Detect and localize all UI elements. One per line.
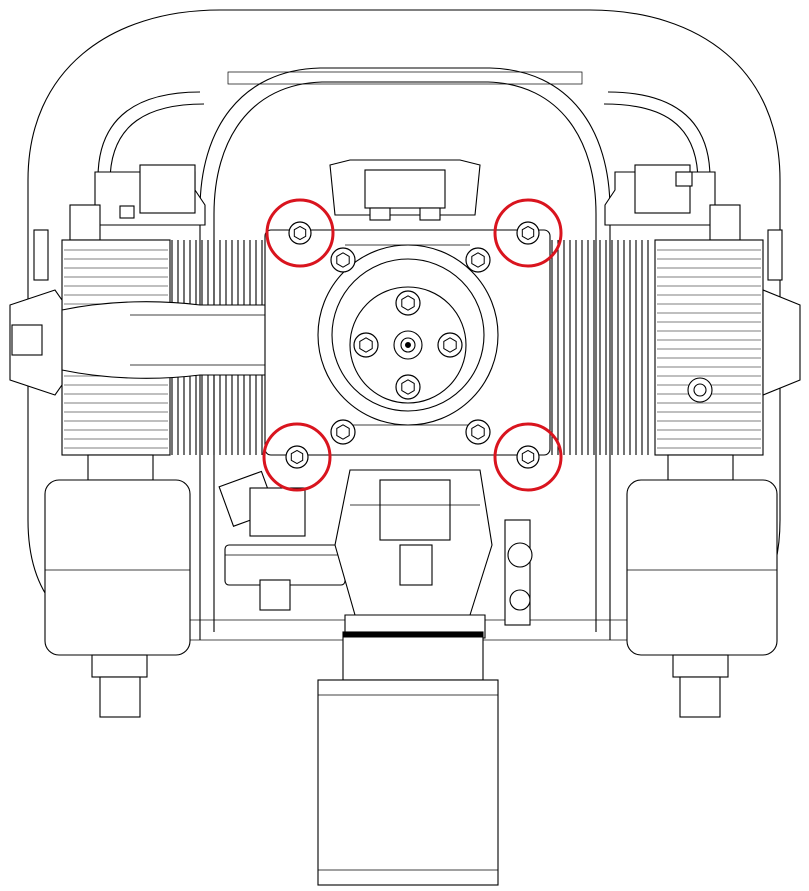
intake-manifold-top [69,159,741,241]
hub-bolt [437,332,463,358]
left-muffler [44,454,191,718]
propeller-hub-bolts [353,290,463,400]
crankcase-bolt [465,247,491,273]
right-cylinder-fins [551,240,649,455]
oil-filter [317,631,499,886]
highlight-circle-bottom-left [262,422,332,492]
highlighted-mount-bolts [262,198,563,492]
right-muffler [626,454,778,718]
alternator-pulley [504,519,533,626]
hub-bolt [353,332,379,358]
mount-bolt-hex-icon [516,221,540,245]
hub-bolt [395,290,421,316]
highlight-circle-top-right [493,198,563,268]
crankcase-bolt [330,247,356,273]
hub-bolt [395,374,421,400]
mount-bolt-hex-icon [516,445,540,469]
crankcase-bolt [465,419,491,445]
mount-bolt-hex-icon [285,445,309,469]
crankcase-bolts [330,247,491,445]
ignition-connector [218,470,346,611]
engine-mount-bolts [285,221,540,469]
highlight-circle-bottom-right [493,422,563,492]
right-cylinder-head [654,229,801,456]
crankcase-bolt [330,419,356,445]
propeller-hub [349,286,467,404]
mount-bolt-hex-icon [288,221,312,245]
starter-housing [334,469,493,639]
highlight-circle-top-left [265,198,335,268]
